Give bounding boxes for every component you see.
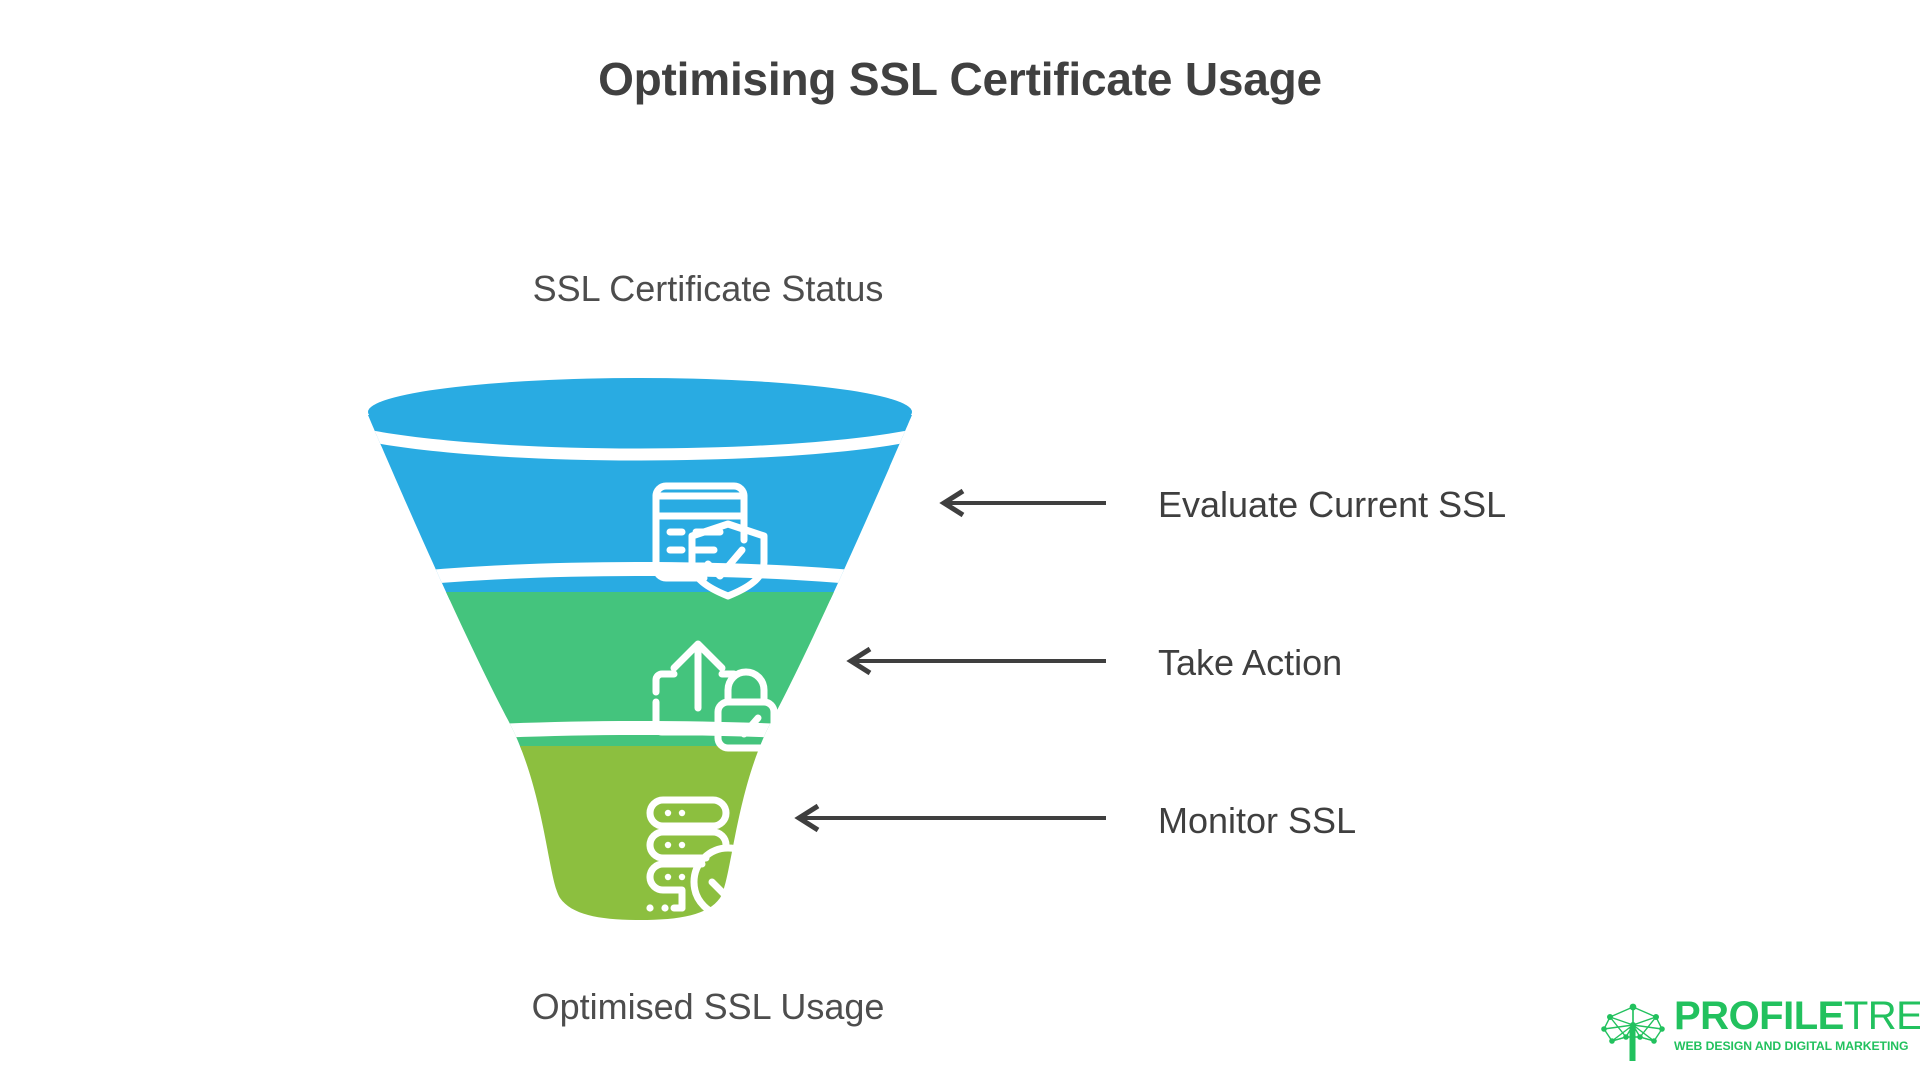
logo-wordmark: PROFILETREE (1674, 994, 1920, 1038)
callout-label-evaluate-current-ssl: Evaluate Current SSL (1158, 484, 1507, 525)
certificate-document-shield-check-icon (652, 482, 768, 600)
callout-arrow-1 (939, 488, 1106, 518)
funnel-stage-3-fill (368, 746, 912, 920)
logo-tagline: WEB DESIGN AND DIGITAL MARKETING (1674, 1039, 1909, 1053)
funnel-rim-highlight (368, 420, 912, 461)
callout-label-take-action: Take Action (1158, 642, 1343, 683)
profiletree-logo: PROFILETREE WEB DESIGN AND DIGITAL MARKE… (1596, 994, 1920, 1065)
upload-lock-check-icon (652, 640, 778, 752)
funnel-divider-1 (368, 562, 912, 600)
page-title: Optimising SSL Certificate Usage (598, 53, 1322, 105)
funnel-bottom-caption: Optimised SSL Usage (531, 986, 885, 1027)
logo-word-profile: PROFILE (1674, 994, 1844, 1038)
callout-arrow-3 (794, 803, 1106, 833)
tree-network-icon (1601, 1003, 1665, 1061)
server-stack-check-circle-icon (646, 796, 766, 920)
callout-label-monitor-ssl: Monitor SSL (1158, 800, 1357, 841)
funnel-top-caption: SSL Certificate Status (532, 268, 884, 309)
logo-word-tree: TREE (1843, 994, 1920, 1038)
callout-arrow-2 (846, 646, 1106, 676)
